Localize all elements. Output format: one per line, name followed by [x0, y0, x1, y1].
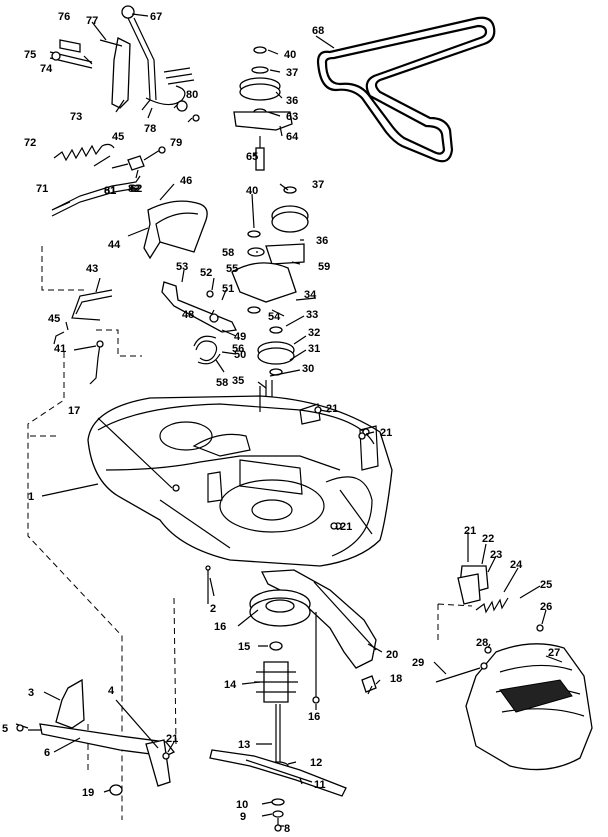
label-73: 73 [70, 111, 82, 123]
label-34: 34 [304, 289, 317, 301]
label-45a: 45 [112, 131, 124, 143]
lift-lever-assembly [49, 5, 200, 122]
label-14: 14 [224, 679, 237, 691]
label-24: 24 [510, 559, 523, 571]
label-21d: 21 [166, 733, 178, 745]
label-48: 48 [182, 309, 194, 321]
label-23: 23 [490, 549, 502, 561]
dashed-assembly-lines [27, 246, 473, 820]
label-21c: 21 [340, 521, 352, 533]
label-80: 80 [186, 89, 198, 101]
label-5: 5 [2, 723, 8, 735]
label-72: 72 [24, 137, 36, 149]
label-37a: 37 [286, 67, 298, 79]
label-9: 9 [240, 811, 246, 823]
label-81: 81 [104, 185, 116, 197]
label-32: 32 [308, 327, 320, 339]
label-12: 12 [310, 757, 322, 769]
belt-cover [143, 200, 208, 260]
label-20: 20 [386, 649, 398, 661]
label-15: 15 [238, 641, 250, 653]
label-40a: 40 [284, 49, 296, 61]
label-51: 51 [222, 283, 234, 295]
label-30: 30 [302, 363, 314, 375]
label-16b: 16 [308, 711, 320, 723]
label-58b: 58 [216, 377, 228, 389]
label-10: 10 [236, 799, 248, 811]
label-63: 63 [286, 111, 298, 123]
label-67: 67 [150, 11, 162, 23]
label-82: 82 [128, 183, 140, 195]
label-71: 71 [36, 183, 48, 195]
drive-belt [316, 16, 496, 163]
label-40b: 40 [246, 185, 258, 197]
label-36b: 36 [316, 235, 328, 247]
label-62: 62 [130, 183, 142, 195]
label-11: 11 [314, 779, 326, 791]
label-44: 44 [108, 239, 121, 251]
label-25: 25 [540, 579, 552, 591]
front-hanger-brackets [15, 678, 176, 796]
label-64: 64 [286, 131, 299, 143]
spindle-pulley-upper [257, 326, 295, 416]
label-33: 33 [306, 309, 318, 321]
label-22: 22 [482, 533, 494, 545]
label-45b: 45 [48, 313, 60, 325]
label-28: 28 [476, 637, 488, 649]
label-54: 54 [268, 311, 281, 323]
label-79: 79 [170, 137, 182, 149]
label-75: 75 [24, 49, 36, 61]
label-leader-lines [28, 13, 563, 827]
label-61: 61 [104, 185, 116, 197]
label-74: 74 [40, 63, 53, 75]
label-43: 43 [86, 263, 98, 275]
label-76: 76 [58, 11, 70, 23]
label-29: 29 [412, 657, 424, 669]
idler-pulley-stack-upper [233, 46, 293, 171]
label-77: 77 [86, 15, 98, 27]
label-21a: 21 [326, 403, 338, 415]
label-65: 65 [246, 151, 258, 163]
springs-and-links [51, 143, 166, 217]
label-27: 27 [548, 647, 560, 659]
label-56: 56 [232, 343, 244, 355]
mower-deck-housing [87, 395, 393, 567]
label-52: 52 [200, 267, 212, 279]
label-26: 26 [540, 601, 552, 613]
label-35: 35 [232, 375, 244, 387]
label-68: 68 [312, 25, 324, 37]
idler-arm [161, 281, 237, 365]
label-59: 59 [318, 261, 330, 273]
idler-pulley-stack-middle [231, 186, 309, 314]
label-8: 8 [284, 823, 290, 835]
label-19: 19 [82, 787, 94, 799]
deck-linkage-left [53, 289, 113, 385]
label-50: 50 [234, 349, 246, 361]
label-36a: 36 [286, 95, 298, 107]
label-2: 2 [210, 603, 216, 615]
label-49: 49 [234, 331, 246, 343]
label-58a: 58 [222, 247, 234, 259]
label-4: 4 [108, 685, 115, 697]
label-78: 78 [144, 123, 156, 135]
label-21b: 21 [380, 427, 392, 439]
label-18: 18 [390, 673, 402, 685]
label-53: 53 [176, 261, 188, 273]
label-31: 31 [308, 343, 320, 355]
label-46: 46 [180, 175, 192, 187]
label-6a: 6 [44, 747, 50, 759]
label-21e: 21 [464, 525, 476, 537]
label-16a: 16 [214, 621, 226, 633]
blade-spindle-assembly [209, 589, 347, 832]
label-37b: 37 [312, 179, 324, 191]
label-41: 41 [54, 343, 66, 355]
label-3: 3 [28, 687, 34, 699]
label-13: 13 [238, 739, 250, 751]
label-17: 17 [68, 405, 80, 417]
label-55: 55 [226, 263, 238, 275]
discharge-chute-assembly [435, 565, 593, 771]
label-1: 1 [28, 491, 34, 503]
